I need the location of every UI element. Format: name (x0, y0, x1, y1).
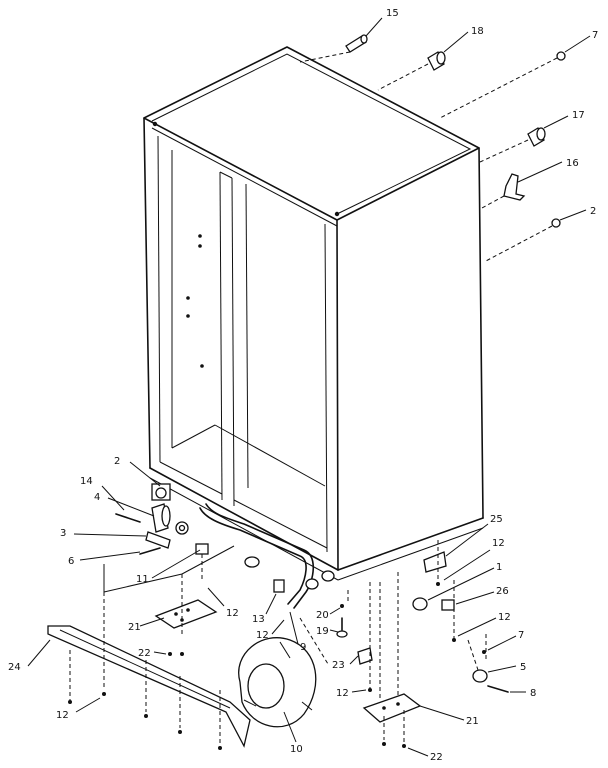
callout-labels: 15 18 7 17 16 2 2 14 4 3 6 11 12 21 22 2… (8, 8, 598, 763)
callout-12-d: 12 (492, 538, 505, 549)
callout-12-b: 12 (56, 710, 69, 721)
callout-1: 1 (496, 562, 502, 573)
callout-7-bottom: 7 (518, 630, 524, 641)
callout-17: 17 (572, 110, 585, 121)
callout-26: 26 (496, 586, 509, 597)
callout-3: 3 (60, 528, 66, 539)
callout-21-left: 21 (128, 622, 141, 633)
callout-18: 18 (471, 26, 484, 37)
callout-24: 24 (8, 662, 21, 673)
callout-23: 23 (332, 660, 345, 671)
callout-10: 10 (290, 744, 303, 755)
callout-12-a: 12 (226, 608, 239, 619)
callout-16: 16 (566, 158, 579, 169)
top-hardware (299, 17, 591, 263)
callout-22-left: 22 (138, 648, 151, 659)
callout-9: 9 (300, 642, 306, 653)
callout-4: 4 (94, 492, 100, 503)
callout-25: 25 (490, 514, 503, 525)
callout-12-c: 12 (256, 630, 269, 641)
callout-21-right: 21 (466, 716, 479, 727)
lower-right-hardware (329, 523, 526, 757)
callout-5: 5 (520, 662, 526, 673)
callout-2-left: 2 (114, 456, 120, 467)
callout-22-right: 22 (430, 752, 443, 763)
callout-15: 15 (386, 8, 399, 19)
callout-8: 8 (530, 688, 536, 699)
lower-left-hardware (27, 461, 335, 750)
callout-2-right: 2 (590, 206, 596, 217)
callout-11: 11 (136, 574, 149, 585)
callout-20: 20 (316, 610, 329, 621)
cabinet-body (143, 46, 484, 581)
callout-14: 14 (80, 476, 93, 487)
callout-12-e: 12 (498, 612, 511, 623)
callout-12-f: 12 (336, 688, 349, 699)
callout-7-top: 7 (592, 30, 598, 41)
callout-13: 13 (252, 614, 265, 625)
callout-19: 19 (316, 626, 329, 637)
callout-6: 6 (68, 556, 74, 567)
